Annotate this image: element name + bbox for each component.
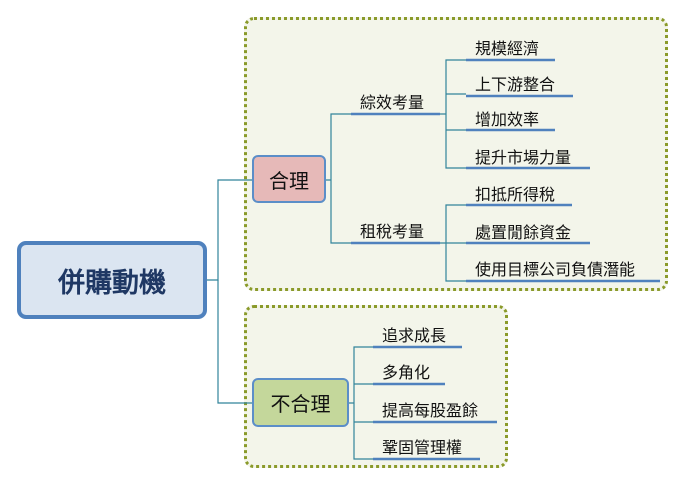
leaf-entrench-management: 鞏固管理權 (382, 438, 463, 457)
branch-reasonable: 合理 (252, 155, 326, 203)
leaf-idle-funds: 處置閒餘資金 (475, 223, 572, 242)
subtopic-tax: 租稅考量 (360, 222, 425, 241)
subtopic-synergy: 綜效考量 (360, 93, 425, 112)
leaf-increase-eps: 提高每股盈餘 (382, 401, 479, 420)
leaf-tax-deduction: 扣抵所得稅 (475, 185, 556, 204)
leaf-market-power: 提升市場力量 (475, 148, 572, 167)
connector-root-reasonable (207, 179, 252, 281)
connector-root-unreasonable (217, 280, 252, 404)
connector-synergy-leaves (440, 59, 466, 169)
leaf-economies-of-scale: 規模經濟 (475, 39, 540, 58)
leaf-target-debt-capacity: 使用目標公司負債潛能 (475, 260, 636, 279)
leaf-diversification: 多角化 (382, 363, 431, 382)
connector-tax-leaves (440, 204, 466, 282)
branch-unreasonable: 不合理 (252, 378, 349, 427)
leaf-pursue-growth: 追求成長 (382, 326, 447, 345)
connector-reasonable-groups (326, 113, 351, 244)
connector-unreasonable-leaves (349, 346, 373, 460)
reasonable-group-frame (244, 17, 668, 291)
leaf-increase-efficiency: 增加效率 (475, 110, 540, 129)
root-topic: 併購動機 (17, 241, 207, 319)
leaf-vertical-integration: 上下游整合 (475, 75, 556, 94)
